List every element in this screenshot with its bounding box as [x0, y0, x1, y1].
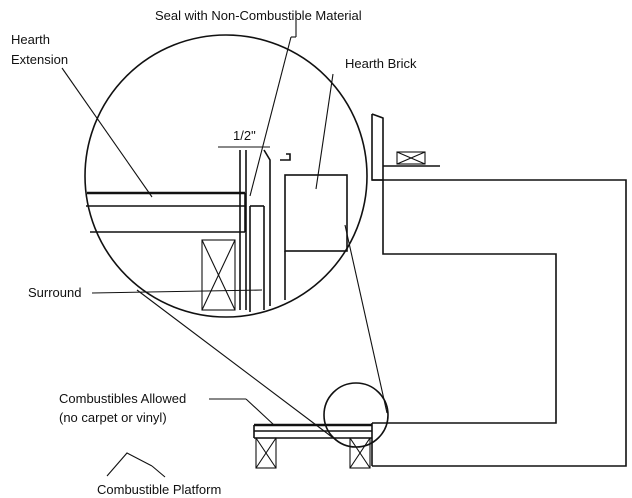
- magnified-detail: [84, 34, 368, 318]
- top-hearth-brick: [383, 151, 440, 167]
- platform-label: Combustible Platform: [97, 482, 221, 497]
- hearth-platform: [253, 423, 373, 469]
- surround-label: Surround: [28, 285, 81, 300]
- detail-callout-circle: [323, 382, 389, 448]
- gap-dimension-label: 1/2": [233, 128, 256, 143]
- fireplace-body: [371, 113, 627, 467]
- leader-lines: [61, 20, 334, 478]
- combustibles-label-line2: (no carpet or vinyl): [59, 410, 167, 425]
- magnification-lines: [136, 224, 388, 441]
- seal-label: Seal with Non-Combustible Material: [155, 8, 362, 23]
- hearth-extension-label-line1: Hearth: [11, 32, 50, 47]
- hearth-brick-label: Hearth Brick: [345, 56, 417, 71]
- combustibles-label-line1: Combustibles Allowed: [59, 391, 186, 406]
- hearth-extension-label-line2: Extension: [11, 52, 68, 67]
